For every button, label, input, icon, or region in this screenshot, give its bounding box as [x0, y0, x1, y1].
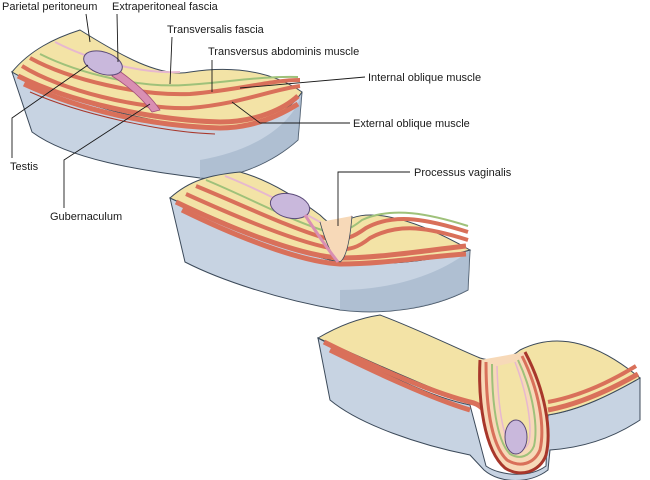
- stage-3-muscle-band-3: [547, 371, 640, 413]
- stage-2-muscle-band-3: [185, 192, 469, 252]
- stage-2-side-shade: [340, 250, 470, 312]
- stage-2-muscle-band-2: [180, 207, 467, 267]
- label-internal-oblique: Internal oblique muscle: [368, 72, 481, 84]
- leader-testis: [11, 64, 89, 158]
- stage-2-block: [169, 171, 472, 313]
- labels: Parietal peritoneum Extraperitoneal fasc…: [2, 1, 512, 226]
- label-external-oblique: External oblique muscle: [353, 118, 470, 130]
- stage-1-side-shade: [200, 92, 302, 179]
- stage-2-testis: [269, 192, 311, 220]
- label-transversalis-fascia: Transversalis fascia: [167, 24, 265, 36]
- label-parietal-peritoneum: Parietal peritoneum: [2, 1, 97, 13]
- leader-gubernaculum: [63, 103, 151, 208]
- label-gubernaculum: Gubernaculum: [50, 211, 122, 223]
- leader-internal-oblique: [239, 76, 366, 89]
- stage-1-muscle-band-3: [29, 91, 216, 135]
- stage-2-gubernaculum: [303, 214, 340, 263]
- stage-1-muscle-band-4: [20, 64, 301, 111]
- stage-2-processus-pouch: [319, 215, 353, 263]
- leader-processus-vaginalis: [337, 171, 410, 226]
- stage-1-gubernaculum: [111, 69, 161, 113]
- leader-external-oblique: [231, 101, 350, 124]
- leader-parietal-peritoneum: [85, 13, 91, 43]
- stage-3-sac-fascia: [491, 359, 537, 458]
- leader-extraperitoneal-fascia: [116, 13, 119, 63]
- label-transversus-abdominis: Transversus abdominis muscle: [208, 46, 359, 58]
- label-processus-vaginalis: Processus vaginalis: [414, 167, 512, 179]
- stage-1-block: [11, 29, 303, 179]
- stage-3-side-wall: [317, 337, 641, 480]
- stage-1-muscle-band-2: [22, 81, 300, 131]
- stage-1-muscle-band-1: [16, 73, 300, 125]
- stage-3-muscle-band-2: [328, 347, 471, 413]
- label-testis: Testis: [10, 161, 39, 173]
- stage-1-transversalis-fascia: [39, 53, 299, 87]
- stage-1-testis: [83, 50, 123, 76]
- leader-transversalis-fascia: [169, 36, 173, 85]
- stage-3-muscle-band-4: [547, 364, 638, 404]
- label-extraperitoneal-fascia: Extraperitoneal fascia: [112, 1, 219, 13]
- stage-1-muscle-band-5: [29, 56, 301, 97]
- stage-3-block: [316, 314, 641, 480]
- stage-3-sac-middle: [484, 355, 544, 466]
- stage-3-testis: [504, 419, 528, 455]
